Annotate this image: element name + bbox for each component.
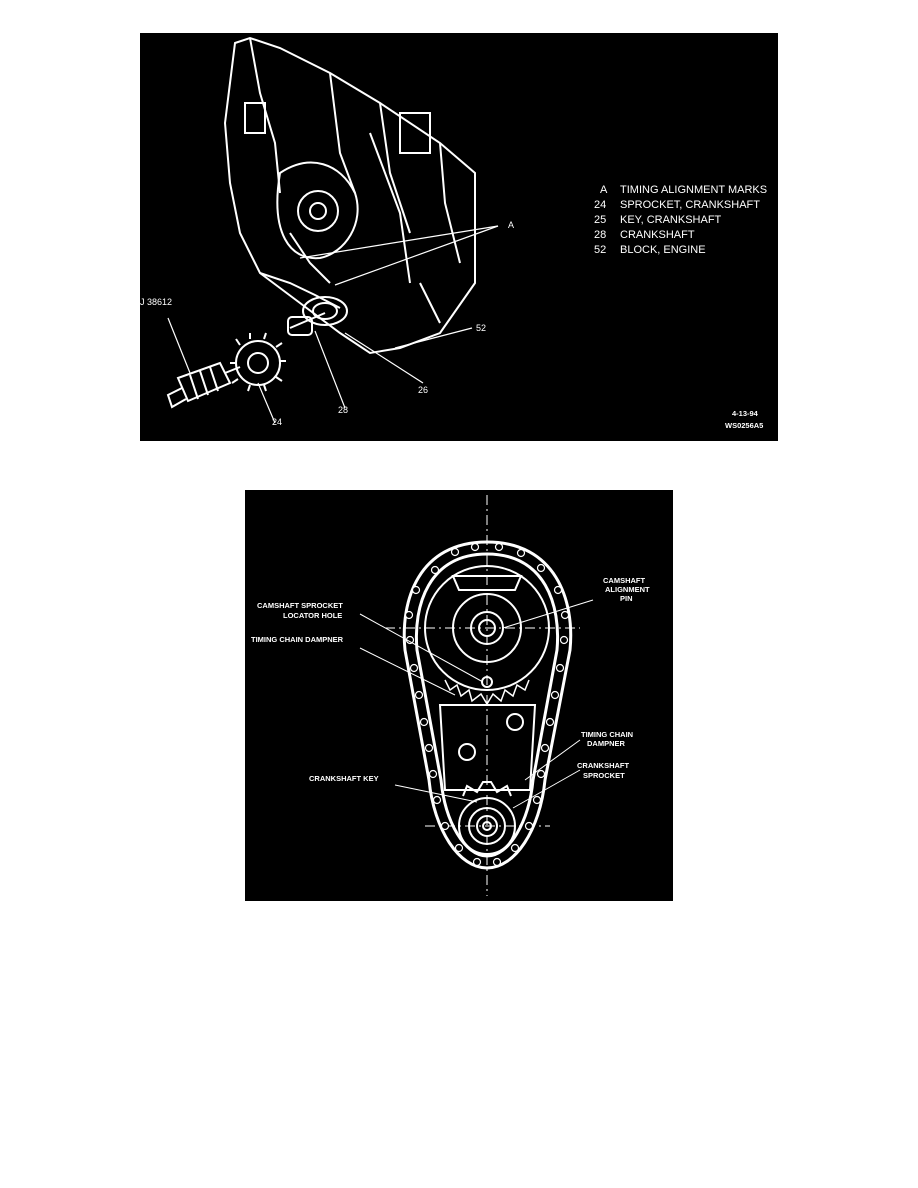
damper-right-label-2: DAMPNER [587, 739, 626, 748]
timing-chain-diagram: CAMSHAFT ALIGNMENT PIN CAMSHAFT SPROCKET… [245, 490, 673, 901]
callout-28: 28 [338, 405, 348, 415]
damper-left-label: TIMING CHAIN DAMPNER [251, 635, 344, 644]
callout-52: 52 [476, 323, 486, 333]
legend-key: 28 [594, 229, 606, 241]
crank-sprocket-label-1: CRANKSHAFT [577, 761, 629, 770]
legend-text: SPROCKET, CRANKSHAFT [620, 199, 760, 211]
engine-block-diagram: J 38612 A 52 26 28 24 A TIMING ALIGNMENT… [140, 33, 778, 441]
engine-block-illustration: J 38612 A 52 26 28 24 A TIMING ALIGNMENT… [140, 36, 767, 430]
legend-key: 24 [594, 199, 606, 211]
tool-callout: J 38612 [140, 297, 172, 307]
locator-hole-label-1: CAMSHAFT SPROCKET [257, 601, 343, 610]
legend-text: CRANKSHAFT [620, 229, 695, 241]
crank-sprocket-label-2: SPROCKET [583, 771, 625, 780]
crankshaft-key-label: CRANKSHAFT KEY [309, 774, 379, 783]
legend-key: 25 [594, 214, 606, 226]
legend-key: A [600, 184, 608, 196]
callout-a: A [508, 220, 514, 230]
legend-text: KEY, CRANKSHAFT [620, 214, 722, 226]
damper-right-label-1: TIMING CHAIN [581, 730, 633, 739]
callout-26: 26 [418, 385, 428, 395]
cam-alignment-label-2: ALIGNMENT [605, 585, 650, 594]
legend-key: 52 [594, 244, 606, 256]
legend: A TIMING ALIGNMENT MARKS 24 SPROCKET, CR… [594, 184, 767, 256]
legend-text: BLOCK, ENGINE [620, 244, 706, 256]
cam-alignment-label-1: CAMSHAFT [603, 576, 645, 585]
callout-24: 24 [272, 417, 282, 427]
legend-text: TIMING ALIGNMENT MARKS [620, 184, 767, 196]
locator-hole-label-2: LOCATOR HOLE [283, 611, 342, 620]
figure-code: WS0256A5 [725, 421, 763, 430]
figure-date: 4-13-94 [732, 409, 759, 418]
timing-chain-illustration: CAMSHAFT ALIGNMENT PIN CAMSHAFT SPROCKET… [251, 495, 650, 896]
cam-alignment-label-3: PIN [620, 594, 633, 603]
